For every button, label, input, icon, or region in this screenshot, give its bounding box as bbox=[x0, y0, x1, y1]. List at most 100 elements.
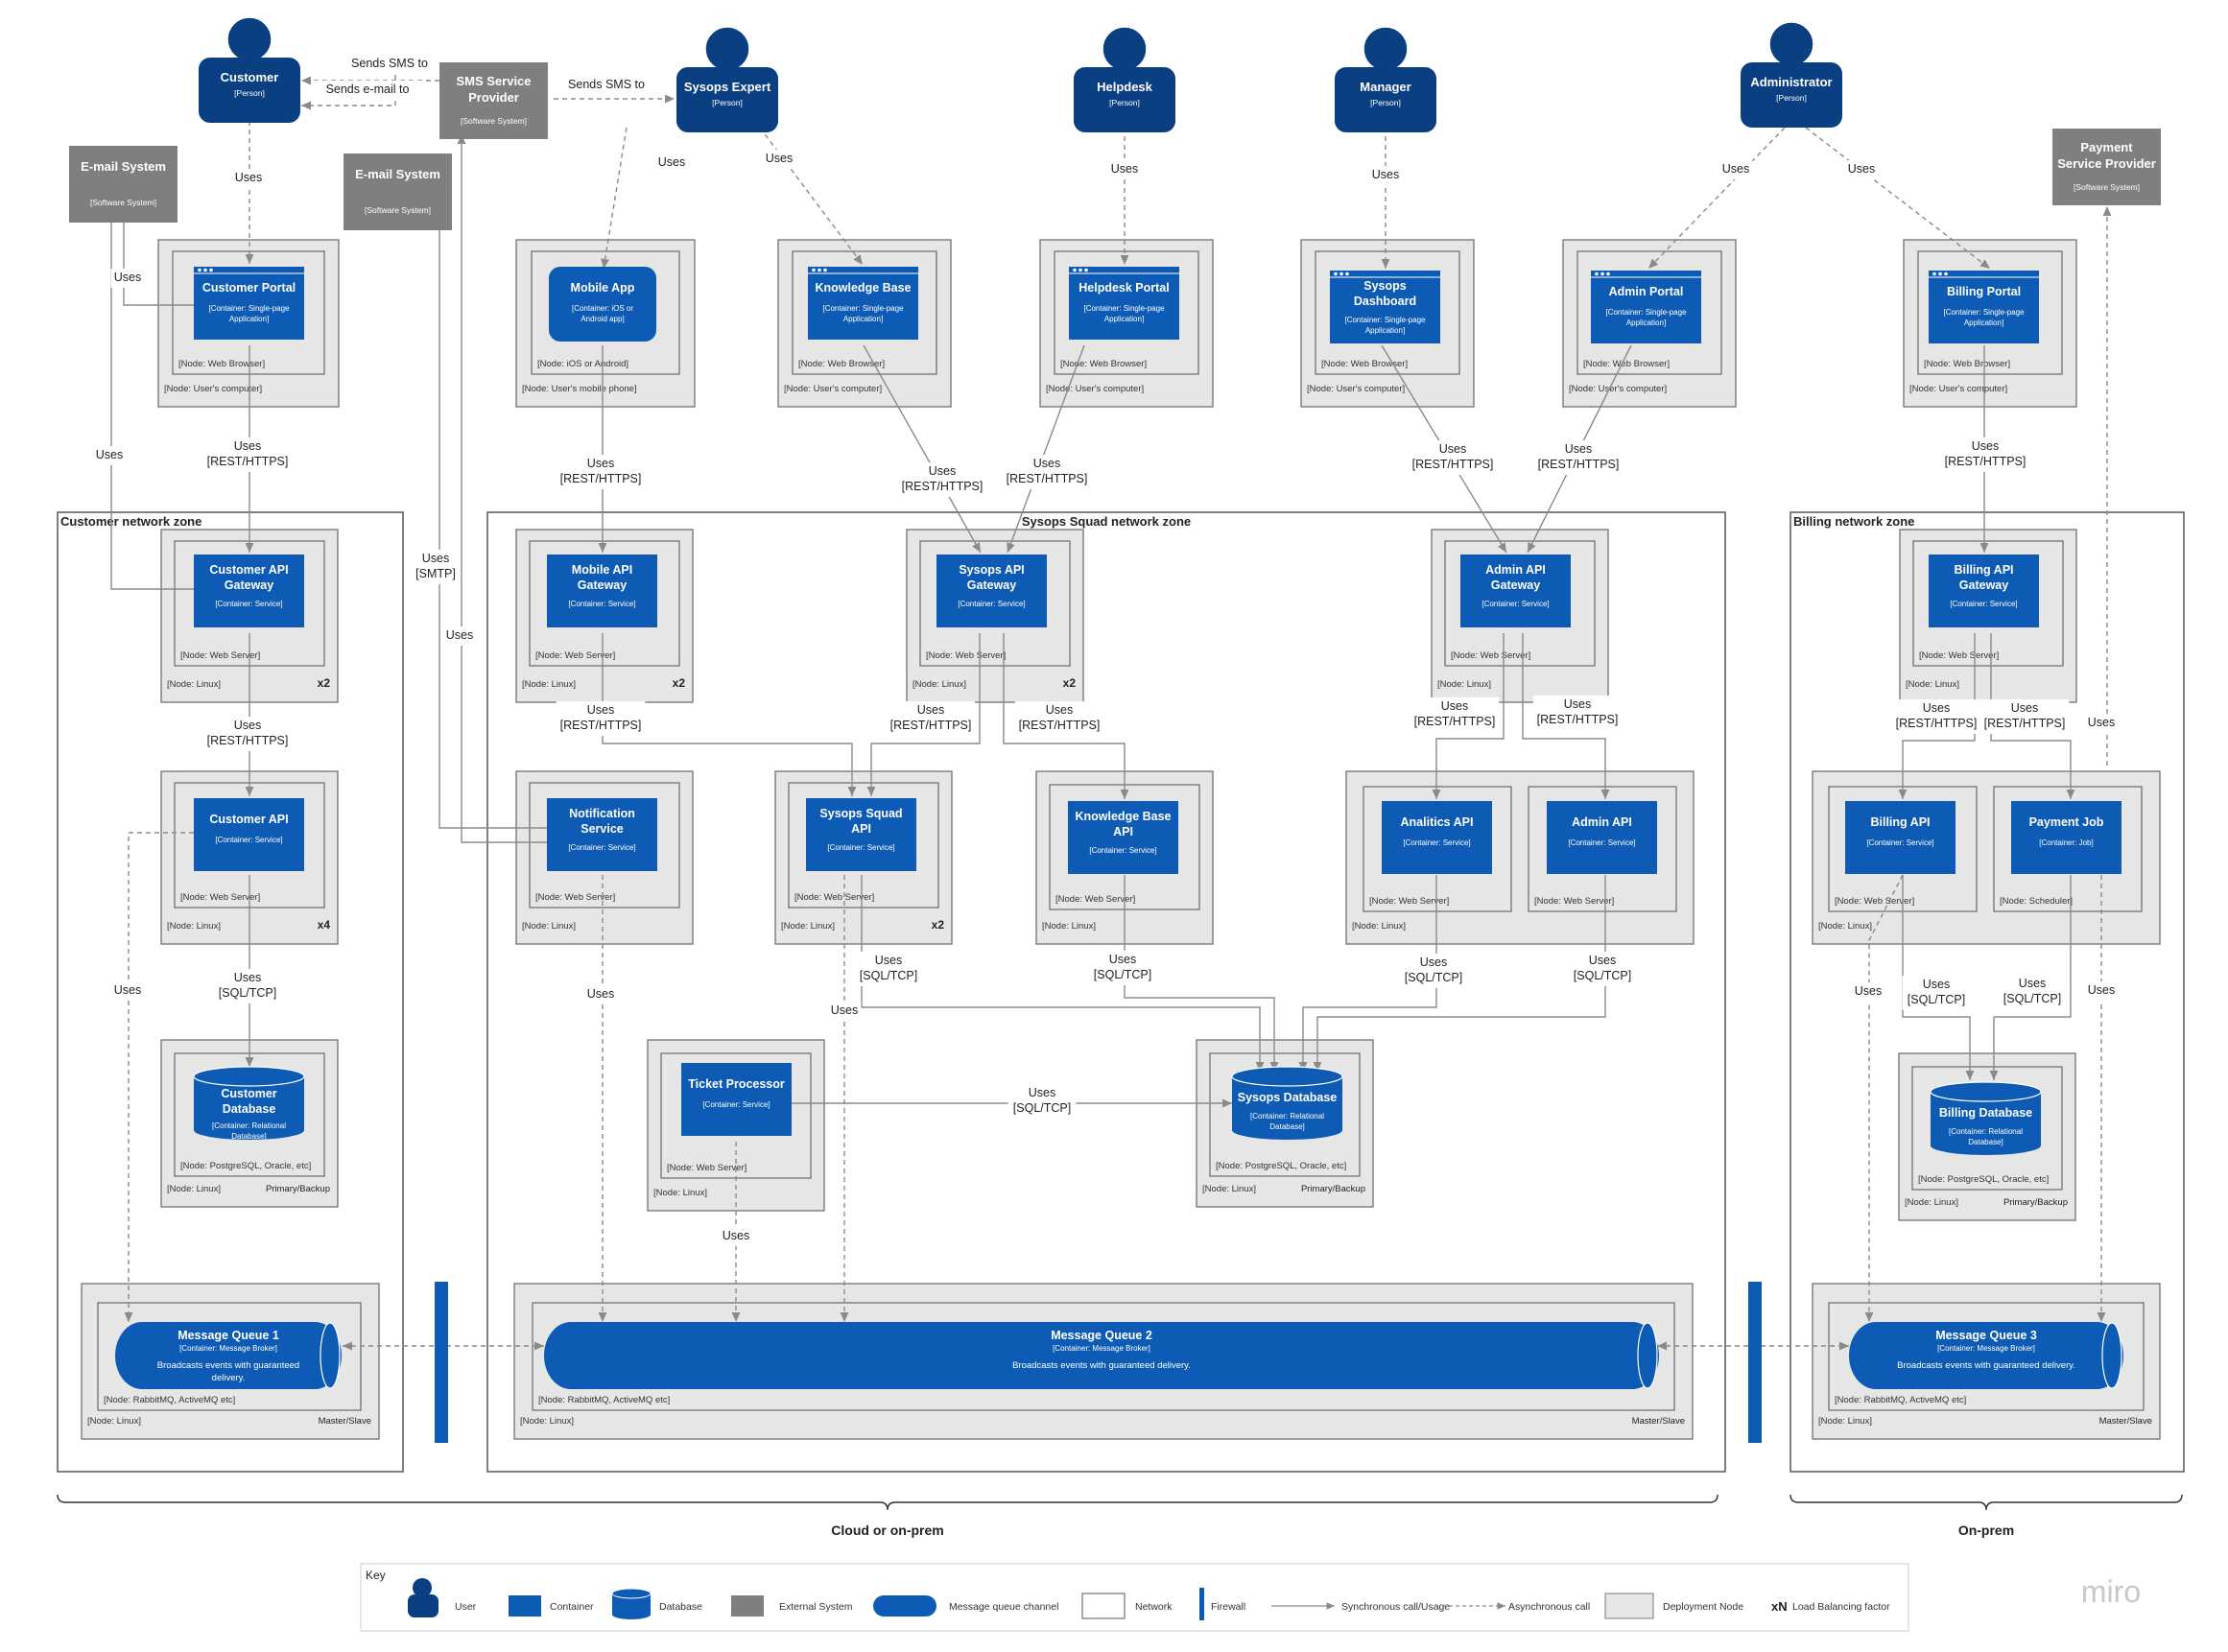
person-icon bbox=[226, 16, 273, 62]
browser-dot bbox=[1345, 271, 1349, 276]
load-factor-label: Primary/Backup bbox=[1301, 1184, 1365, 1194]
edge-label: [REST/HTTPS] bbox=[207, 734, 289, 747]
browser-dot bbox=[812, 268, 816, 272]
container-box bbox=[194, 267, 304, 340]
browser-dot bbox=[1944, 271, 1948, 276]
key-item-label: Container bbox=[550, 1601, 594, 1613]
container-name: Gateway bbox=[967, 578, 1016, 592]
container-billing_db: Billing Database[Container: RelationalDa… bbox=[1930, 1081, 2042, 1155]
edge-label: [SQL/TCP] bbox=[860, 969, 917, 982]
edge-label: Uses bbox=[2019, 977, 2046, 990]
edge-label: Uses bbox=[114, 983, 141, 997]
load-factor-label: x2 bbox=[1063, 676, 1077, 690]
key-item-label: Database bbox=[659, 1601, 702, 1613]
container-name: Helpdesk Portal bbox=[1078, 281, 1169, 295]
sync-call-arrow bbox=[119, 192, 194, 306]
container-description: Broadcasts events with guaranteed delive… bbox=[1897, 1360, 2075, 1371]
external-system-type: [Software System] bbox=[365, 205, 431, 215]
container-tech: [Container: Service] bbox=[1481, 600, 1549, 608]
person-type: [Person] bbox=[712, 98, 743, 107]
container-box bbox=[1460, 555, 1571, 627]
edge-label-bg bbox=[1410, 697, 1500, 732]
edge-label-bg bbox=[110, 981, 145, 1001]
external-system-box bbox=[344, 153, 452, 230]
container-box bbox=[1330, 271, 1440, 343]
async-call-arrow bbox=[601, 127, 628, 270]
container-tech: [Container: Service] bbox=[215, 836, 282, 844]
key-firewall-icon bbox=[1199, 1588, 1204, 1620]
person-type: [Person] bbox=[1109, 98, 1140, 107]
container-analytics_api: Analitics API[Container: Service] bbox=[1382, 801, 1492, 874]
edge-label: Uses bbox=[2011, 701, 2038, 715]
container-name: Database bbox=[223, 1102, 276, 1116]
external-system-type: [Software System] bbox=[2074, 182, 2140, 192]
firewall bbox=[1748, 1282, 1762, 1443]
browser-dot bbox=[818, 268, 821, 272]
person-name: Customer bbox=[221, 70, 279, 84]
node-label: [Node: Web Browser] bbox=[178, 359, 265, 369]
node-label: [Node: Linux] bbox=[1818, 921, 1872, 932]
browser-dot bbox=[1606, 271, 1610, 276]
person-customer: Customer[Person] bbox=[199, 16, 300, 123]
edge-label-bg bbox=[1568, 952, 1637, 986]
container-tech: [Container: Service] bbox=[1866, 838, 1933, 847]
edge-label: [SQL/TCP] bbox=[1574, 969, 1631, 982]
node-label: [Node: Web Server] bbox=[1919, 650, 1999, 661]
sync-call-arrow bbox=[1898, 633, 1976, 799]
browser-dot bbox=[1334, 271, 1338, 276]
container-box bbox=[936, 555, 1047, 627]
edge-label: Sends e-mail to bbox=[326, 83, 410, 96]
edge-label-bg bbox=[2084, 714, 2119, 733]
edge-label-bg bbox=[213, 969, 282, 1003]
container-tech: [Container: iOS or bbox=[572, 304, 633, 313]
container-name: Admin API bbox=[1572, 815, 1632, 829]
edge-label: Uses bbox=[1972, 439, 1999, 453]
container-name: Message Queue 3 bbox=[1935, 1329, 2037, 1342]
container-knowledge_base: Knowledge Base[Container: Single-pageApp… bbox=[808, 267, 918, 340]
container-tech: [Container: Service] bbox=[1950, 600, 2017, 608]
edge-label-bg bbox=[313, 81, 422, 100]
edge-label: Uses bbox=[1420, 956, 1447, 969]
edge-label: Uses bbox=[234, 439, 261, 453]
container-customer_portal: Customer Portal[Container: Single-pageAp… bbox=[194, 267, 304, 340]
node-label: [Node: User's computer] bbox=[784, 384, 882, 394]
container-tech: Application] bbox=[1104, 315, 1144, 323]
browser-dot bbox=[198, 268, 201, 272]
node-label: [Node: Web Server] bbox=[667, 1163, 747, 1173]
person-type: [Person] bbox=[1776, 93, 1807, 103]
brace-label: Cloud or on-prem bbox=[831, 1522, 943, 1538]
container-mq3: Message Queue 3[Container: Message Broke… bbox=[1849, 1322, 2123, 1389]
container-name: API bbox=[1113, 825, 1133, 838]
zone-label: Customer network zone bbox=[60, 514, 201, 529]
container-sysops_db: Sysops Database[Container: RelationalDat… bbox=[1231, 1066, 1343, 1140]
container-tech: [Container: Service] bbox=[1403, 838, 1470, 847]
edge-label-bg bbox=[1902, 976, 1971, 1010]
edge-label: [REST/HTTPS] bbox=[560, 472, 642, 485]
node-label: [Node: Web Server] bbox=[180, 892, 260, 903]
container-box bbox=[547, 798, 657, 871]
container-name: Customer API bbox=[209, 813, 288, 826]
edge-label: Uses bbox=[1722, 162, 1749, 176]
edge-label: Uses bbox=[766, 152, 793, 165]
container-tech: [Container: Service] bbox=[568, 600, 635, 608]
container-box bbox=[1547, 801, 1657, 874]
container-box bbox=[1068, 801, 1178, 874]
node-label: [Node: Linux] bbox=[1352, 921, 1406, 932]
edge-label: [REST/HTTPS] bbox=[1945, 455, 2027, 468]
sync-call-arrow bbox=[866, 633, 981, 796]
container-name: Sysops Database bbox=[1238, 1091, 1338, 1104]
container-tech: [Container: Single-page bbox=[208, 304, 290, 313]
container-tech: [Container: Single-page bbox=[822, 304, 904, 313]
node-label: [Node: RabbitMQ, ActiveMQ etc] bbox=[104, 1395, 235, 1405]
container-name: Ticket Processor bbox=[688, 1077, 785, 1091]
node-label: [Node: Web Server] bbox=[1835, 896, 1914, 907]
key-external-icon bbox=[731, 1595, 764, 1617]
node-label: [Node: PostgreSQL, Oracle, etc] bbox=[1216, 1161, 1346, 1171]
container-name: Dashboard bbox=[1354, 295, 1416, 308]
person-icon bbox=[1363, 26, 1409, 72]
container-tech: [Container: Service] bbox=[827, 843, 894, 852]
